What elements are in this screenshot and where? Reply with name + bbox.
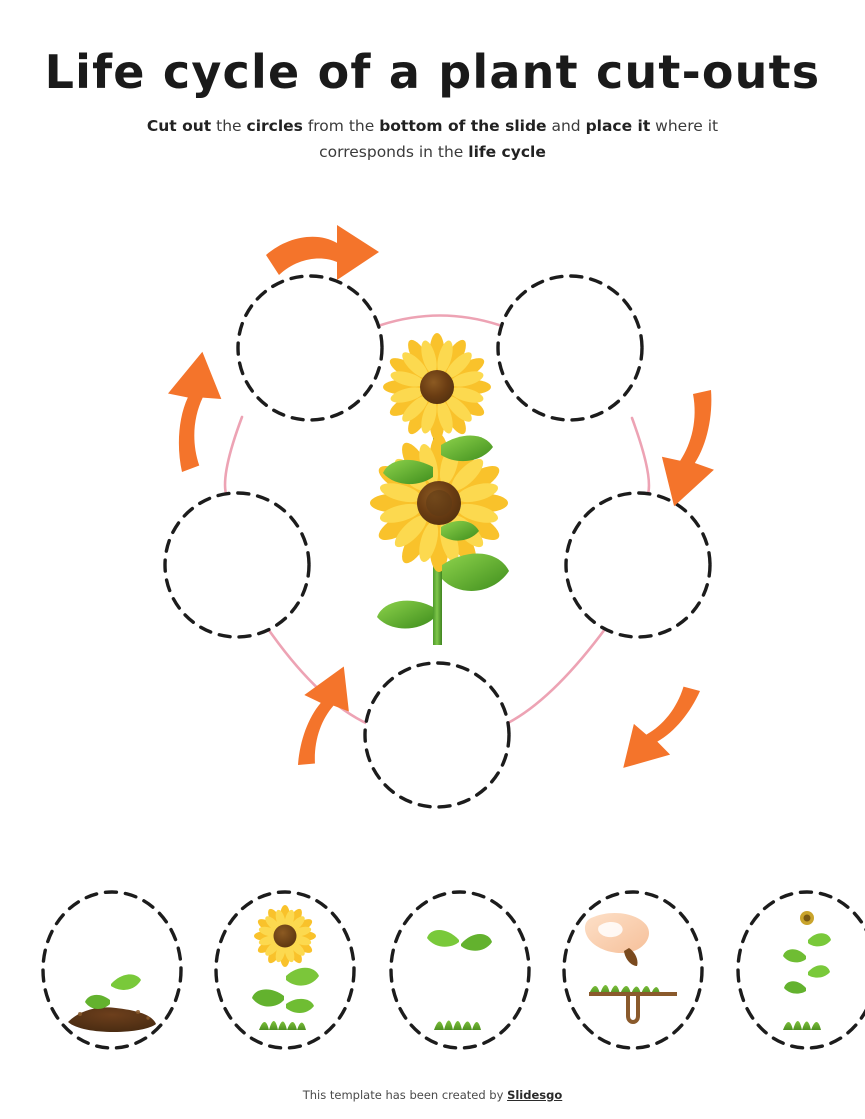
cutout-outline-1[interactable]	[41, 890, 183, 1050]
arrow-down-left-icon	[623, 686, 700, 768]
ring-arc-upper-right	[630, 416, 651, 496]
arrow-top-right-icon	[266, 225, 379, 280]
cutout-outline-5[interactable]	[736, 890, 865, 1050]
instruction-segment-3: from the	[302, 117, 380, 136]
seedling-soil-icon	[68, 974, 156, 1032]
arrow-up-left-icon	[298, 666, 349, 765]
sprout-grass-icon	[427, 930, 492, 1032]
instruction-segment-7: where it corresponds in the	[319, 117, 719, 161]
slot-left[interactable]	[163, 491, 311, 639]
slot-top-right[interactable]	[496, 274, 644, 422]
cutout-outline-4[interactable]	[562, 890, 704, 1050]
sunflower-plant-illustration	[370, 333, 509, 645]
arrow-up-icon	[168, 351, 222, 472]
footer-text: This template has been created by	[302, 1088, 508, 1102]
sunflower-bloom-upper	[383, 333, 491, 441]
ring-arc-upper-left	[223, 415, 244, 496]
instruction-segment-0: Cut out	[146, 117, 212, 136]
footer-credit: This template has been created by Slides…	[0, 1088, 865, 1102]
instruction-segment-8: life cycle	[468, 142, 546, 161]
ground-with-hole	[589, 985, 677, 1024]
instruction-segment-5: and	[546, 117, 586, 136]
instruction-segment-2: circles	[246, 117, 303, 136]
ring-arc-top	[379, 314, 501, 327]
cut-out-pieces-row	[0, 880, 865, 1060]
slot-top-left[interactable]	[236, 274, 384, 422]
cycle-canvas	[163, 225, 714, 809]
slot-right[interactable]	[564, 491, 712, 639]
slidesgo-link[interactable]: Slidesgo	[507, 1088, 563, 1102]
page-header: Life cycle of a plant cut-outs Cut out t…	[0, 0, 865, 165]
instruction-segment-6: place it	[585, 117, 651, 136]
sunflower-bloom-icon	[252, 905, 319, 1032]
cutouts-canvas	[41, 890, 865, 1050]
slot-bottom[interactable]	[363, 661, 511, 809]
instruction-segment-4: bottom of the slide	[379, 117, 547, 136]
page-instructions: Cut out the circles from the bottom of t…	[103, 114, 763, 165]
arrow-down-right-icon	[661, 390, 714, 507]
instruction-segment-1: the	[211, 117, 247, 136]
plant-life-cycle-diagram	[0, 205, 865, 845]
hand-planting-seed-icon	[584, 912, 677, 1024]
cycle-arrows	[168, 225, 714, 768]
cutout-outlines	[41, 890, 865, 1050]
budding-plant-icon	[783, 911, 831, 1032]
page-title: Life cycle of a plant cut-outs	[44, 45, 821, 99]
ring-arc-lower-right	[504, 623, 610, 726]
sunflower-leaves	[377, 435, 509, 629]
hand-shape	[584, 912, 650, 954]
cycle-slots	[163, 274, 712, 809]
sunflower-bloom-lower	[370, 434, 508, 572]
